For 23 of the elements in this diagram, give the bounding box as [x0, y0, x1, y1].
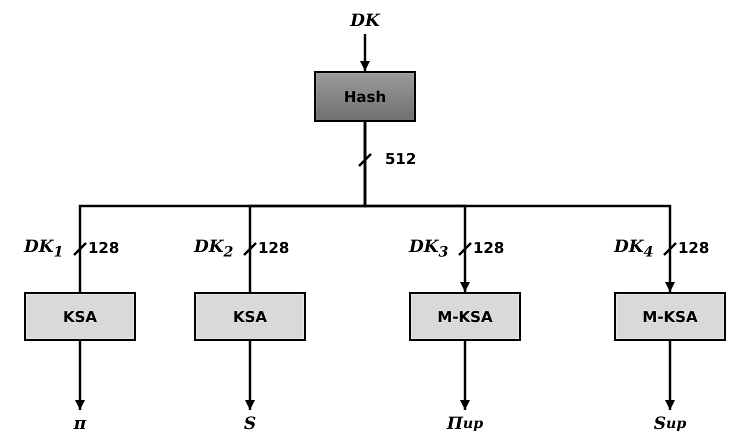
math-symbol: DK	[340, 8, 390, 34]
process-box: KSA	[194, 292, 306, 341]
bit-width-label: 128	[678, 239, 710, 257]
bit-width-label: 512	[385, 150, 416, 168]
arrow	[364, 122, 675, 292]
process-box: M-KSA	[614, 292, 726, 341]
signal-name: DK$_{3}$	[409, 237, 448, 260]
arrow	[665, 341, 675, 410]
arrow	[75, 341, 85, 410]
process-box: M-KSA	[409, 292, 521, 341]
bit-width-label: 128	[473, 239, 504, 257]
arrow	[245, 341, 255, 410]
bit-width-label: 128	[88, 239, 120, 257]
math-symbol: S	[220, 410, 280, 438]
hash-box: Hash	[314, 71, 416, 122]
signal-name: DK$_{1}$	[24, 237, 64, 260]
arrow	[460, 341, 470, 410]
signal-name: DK$_{2}$	[194, 237, 234, 260]
signal-name: DK$_{4}$	[614, 237, 654, 260]
process-box: KSA	[24, 292, 136, 341]
math-symbol: π	[50, 410, 110, 438]
bit-width-label: 128	[258, 239, 290, 257]
arrow	[360, 34, 370, 71]
